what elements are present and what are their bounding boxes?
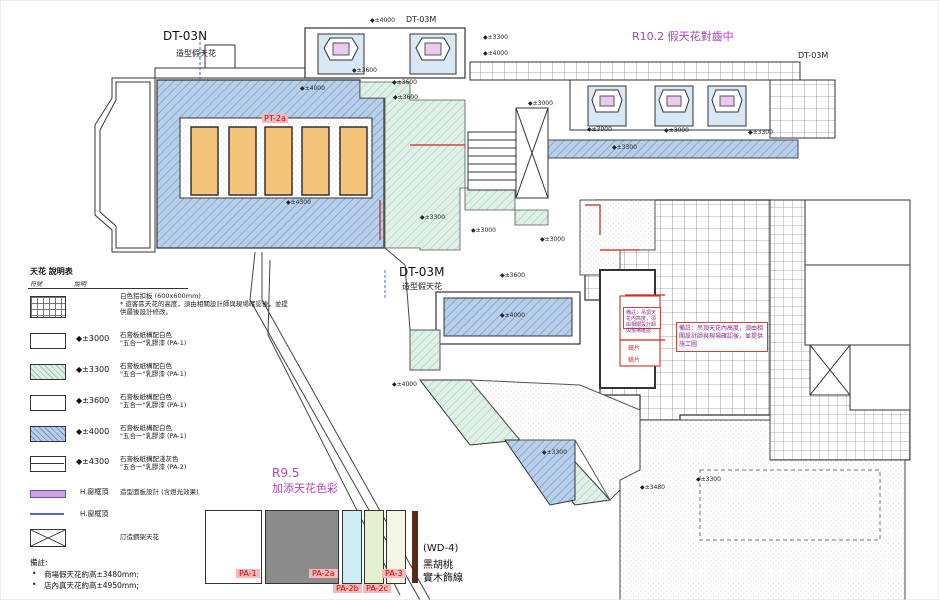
legend-rule — [28, 288, 188, 289]
revision-r95-note: 加添天花色彩 — [272, 482, 338, 495]
legend-swatch-window-1 — [30, 490, 66, 498]
legend-row-2-text: 石膏板紙構配白色 "五合一"乳膠漆 (PA-1) — [120, 331, 187, 347]
top-right-room — [469, 61, 836, 159]
remark-2: 店內真天花約高±4950mm; — [44, 581, 140, 590]
legend-swatch-4300-line — [30, 463, 64, 464]
wood-trim-swatch — [412, 511, 418, 583]
level-tag: ◆±4000 — [300, 85, 325, 92]
level-tag: ◆±3000 — [540, 236, 565, 243]
legend-col-desc: 說明 — [74, 281, 87, 288]
central-room — [409, 291, 581, 371]
remarks-title: 備註: — [30, 558, 48, 567]
level-tag: ◆±3600 — [393, 94, 418, 101]
dt03n-subtitle: 造型假天花 — [176, 49, 216, 58]
level-tag: ◆±3000 — [528, 100, 553, 107]
level-tag: ◆±3300 — [696, 476, 721, 483]
level-tag: ◆±3000 — [471, 227, 496, 234]
level-tag: ◆±3300 — [612, 144, 637, 151]
wedge-lines — [249, 247, 431, 600]
level-tag: ◆±3000 — [587, 126, 612, 133]
level-tag: ◆±3600 — [500, 272, 525, 279]
legend-code-3600: ◆±3600 — [76, 396, 110, 405]
swatch-pa2b — [342, 510, 362, 584]
level-tag: ◆±3600 — [392, 79, 417, 86]
legend-code-3300: ◆±3300 — [76, 365, 110, 374]
dt03n-title: DT-03N — [163, 29, 208, 43]
legend-code-window-2: H.窗框頂 — [80, 510, 109, 518]
swatch-pa1 — [205, 510, 262, 584]
level-tag: ◆±4000 — [483, 50, 508, 57]
wood-code: (WD-4) — [423, 543, 459, 554]
remark-bullet-2: • — [32, 580, 37, 589]
legend-swatch-3300 — [30, 364, 66, 380]
legend-row-9-text: 訂造鋼架天花 — [120, 533, 159, 541]
legend-swatch-4300 — [30, 456, 66, 472]
level-tag: ◆±3300 — [420, 214, 445, 221]
legend-code-window-1: H.窗框頂 — [80, 488, 109, 496]
legend-swatch-window-2 — [30, 513, 64, 515]
pink-note-2: 備註：吊頂天花內高度，須由相關設計師與現場確認 — [623, 307, 661, 334]
legend-swatch-steel — [30, 529, 66, 547]
legend-swatch-4000 — [30, 426, 66, 442]
swatch-label-pa2a: PA-2a — [309, 569, 338, 578]
corridor-green-ceiling — [359, 81, 549, 251]
level-tag: ◆±4000 — [500, 312, 525, 319]
legend-row-3-text: 石膏板紙構配白色 "五合一"乳膠漆 (PA-1) — [120, 362, 187, 378]
level-tag: ◆±3600 — [352, 67, 377, 74]
top-room — [304, 27, 466, 79]
swatch-label-pa3: PA-3 — [382, 569, 406, 578]
stair — [467, 107, 549, 199]
legend-title: 天花 說明表 — [30, 267, 73, 276]
level-tag: ◆±3300 — [748, 129, 773, 136]
dt03m-mid-title: DT-03M — [399, 265, 445, 279]
level-tag: ◆±4000 — [370, 17, 395, 24]
swatch-label-pa2c: PA-2c — [363, 584, 391, 593]
revision-r95: R9.5 — [272, 466, 300, 480]
swatch-label-pa2b: PA-2b — [333, 584, 362, 593]
dt03m-mid-subtitle: 造型假天花 — [402, 282, 442, 291]
pt2a-label: PT-2a — [262, 114, 288, 123]
remark-1: 商場假天花約高±3480mm; — [44, 570, 140, 579]
legend-swatch-3000 — [30, 333, 66, 349]
dt03m-top-title: DT-03M — [406, 15, 437, 24]
legend-row-4-text: 石膏板紙構配白色 "五合一"乳膠漆 (PA-1) — [120, 393, 187, 409]
mirror-box-1: 鏡片 — [628, 345, 641, 352]
legend-code-4300: ◆±4300 — [76, 457, 110, 466]
mall-area — [619, 419, 906, 600]
legend-code-4000: ◆±4000 — [76, 427, 110, 436]
legend-swatch-3600 — [30, 395, 66, 411]
diagonal-corridor — [418, 379, 641, 506]
legend-row-7-text: 造型面板設計 (含燈光效果) — [120, 488, 199, 496]
legend-row-5-text: 石膏板紙構配白色 "五合一"乳膠漆 (PA-1) — [120, 424, 187, 440]
swatch-pa2c — [364, 510, 384, 584]
right-washroom — [769, 199, 911, 461]
dt03m-right-title: DT-03M — [798, 51, 829, 60]
wood-line2: 實木飾線 — [423, 573, 463, 584]
level-tag: ◆±4300 — [286, 199, 311, 206]
pt2a-light-boxes — [190, 126, 368, 196]
legend-col-symbol: 符號 — [30, 281, 43, 288]
legend-code-3000: ◆±3000 — [76, 334, 110, 343]
level-tag: ◆±3300 — [483, 34, 508, 41]
level-tag: ◆±3000 — [664, 127, 689, 134]
legend-row-6-text: 石膏板紙構配淺灰色 "五合一"乳膠漆 (PA-2) — [120, 455, 187, 471]
red-marks — [379, 144, 665, 341]
swatch-label-pa1: PA-1 — [236, 569, 260, 578]
level-tag: ◆±3480 — [640, 484, 665, 491]
remark-bullet-1: • — [32, 569, 37, 578]
pink-note-1: 備註：吊頂天花內高度，須由相關設計師與現場確認後，並提供施工圖 — [676, 322, 768, 352]
mirror-box-2: 鏡片 — [628, 357, 641, 364]
legend-row-1-text: 白色鋁扣板 (600x600mm) * 遊客區天花的高度，須由相關設計師與現場確… — [120, 292, 288, 316]
revision-r102: R10.2 假天花對齒中 — [632, 30, 734, 43]
legend-swatch-grid — [30, 296, 66, 318]
level-tag: ◆±3300 — [542, 449, 567, 456]
level-tag: ◆±4000 — [392, 381, 417, 388]
wood-line1: 黑胡桃 — [423, 560, 453, 571]
swatch-pa3 — [386, 510, 406, 584]
